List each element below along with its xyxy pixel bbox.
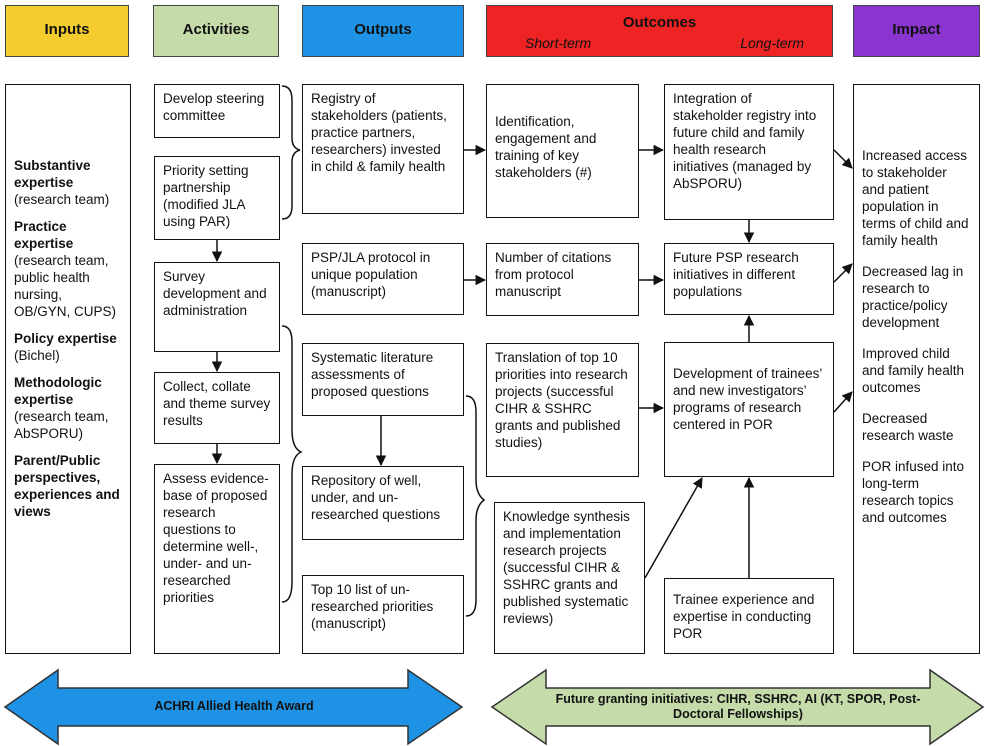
banner-right-arrow xyxy=(490,668,985,746)
arrow-future-psp-to-impact xyxy=(833,263,853,283)
activity-survey: Survey development and administration xyxy=(154,262,280,352)
activity-collect: Collect, collate and theme survey result… xyxy=(154,372,280,444)
outcome-citations: Number of citations from protocol manusc… xyxy=(486,243,639,316)
outcome-future-psp: Future PSP research initiatives in diffe… xyxy=(664,243,834,315)
impact-box: Increased access to stakeholder and pati… xyxy=(853,84,980,654)
input-substantive: Substantive expertise (research team) xyxy=(14,157,122,208)
banner-right-label: Future granting initiatives: CIHR, SSHRC… xyxy=(555,692,921,721)
input-practice-detail: (research team, public health nursing, O… xyxy=(14,253,117,319)
impact-item: Increased access to stakeholder and pati… xyxy=(862,148,969,248)
outcome-identification: Identification, engagement and training … xyxy=(486,84,639,218)
arrow-development-to-impact xyxy=(833,391,853,413)
impact-item: Decreased research waste xyxy=(862,411,954,443)
impact-item: Improved child and family health outcome… xyxy=(862,346,965,395)
inputs-box: Substantive expertise (research team) Pr… xyxy=(5,84,131,654)
input-methodologic: Methodologic expertise (research team, A… xyxy=(14,374,122,442)
outcome-trainee: Trainee experience and expertise in cond… xyxy=(664,578,834,654)
brace-activities-outputs xyxy=(281,325,303,603)
activity-steering-committee: Develop steering committee xyxy=(154,84,280,138)
output-systematic: Systematic literature assessments of pro… xyxy=(302,343,464,416)
brace-activities-registry xyxy=(281,85,301,220)
input-substantive-title: Substantive expertise xyxy=(14,158,91,190)
activity-priority-setting: Priority setting partnership (modified J… xyxy=(154,156,280,240)
header-impact: Impact xyxy=(853,5,980,57)
arrow-knowledge-to-development xyxy=(644,477,703,579)
banner-left-arrow xyxy=(3,668,464,746)
input-parent-public: Parent/Public perspectives, experiences … xyxy=(14,452,122,520)
output-top10: Top 10 list of un-researched priorities … xyxy=(302,575,464,654)
input-policy-detail: (Bichel) xyxy=(14,348,60,363)
header-outcomes: Outcomes Short-term Long-term xyxy=(486,5,833,57)
input-policy-title: Policy expertise xyxy=(14,331,117,346)
header-long-term: Long-term xyxy=(740,35,804,51)
input-policy: Policy expertise (Bichel) xyxy=(14,330,122,364)
outcome-knowledge: Knowledge synthesis and implementation r… xyxy=(494,502,645,654)
output-protocol: PSP/JLA protocol in unique population (m… xyxy=(302,243,464,315)
outcome-development: Development of trainees’ and new investi… xyxy=(664,342,834,477)
output-repository: Repository of well, under, and un-resear… xyxy=(302,466,464,540)
header-short-term: Short-term xyxy=(525,35,592,51)
impact-item: Decreased lag in research to practice/po… xyxy=(862,264,964,330)
header-activities: Activities xyxy=(153,5,279,57)
input-methodologic-detail: (research team, AbSPORU) xyxy=(14,409,109,441)
header-inputs: Inputs xyxy=(5,5,129,57)
input-practice: Practice expertise (research team, publi… xyxy=(14,218,122,320)
brace-outputs-knowledge xyxy=(465,395,486,617)
outcome-integration: Integration of stakeholder registry into… xyxy=(664,84,834,220)
input-parent-public-title: Parent/Public perspectives, experiences … xyxy=(14,453,120,519)
outcome-translation: Translation of top 10 priorities into re… xyxy=(486,343,639,477)
output-registry: Registry of stakeholders (patients, prac… xyxy=(302,84,464,214)
impact-item: POR infused into long-term research topi… xyxy=(862,459,965,525)
input-methodologic-title: Methodologic expertise xyxy=(14,375,102,407)
activity-assess: Assess evidence-base of proposed researc… xyxy=(154,464,280,654)
header-outputs: Outputs xyxy=(302,5,464,57)
input-practice-title: Practice expertise xyxy=(14,219,74,251)
banner-left-label: ACHRI Allied Health Award xyxy=(154,699,314,713)
input-substantive-detail: (research team) xyxy=(14,192,110,207)
header-outcomes-title: Outcomes xyxy=(622,14,697,31)
arrow-integration-to-impact xyxy=(833,149,853,169)
